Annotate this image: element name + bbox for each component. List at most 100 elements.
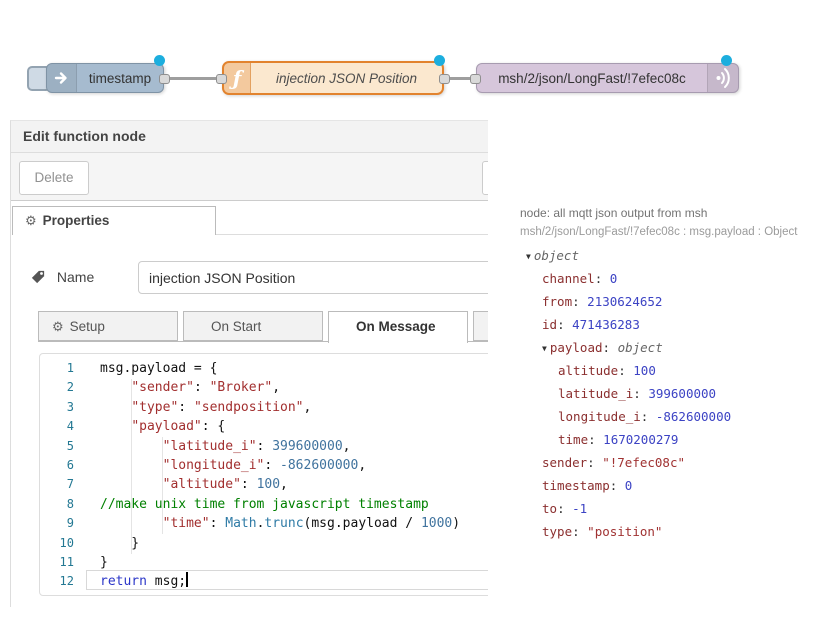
on-start-tab-label: On Start [211, 319, 262, 334]
mqtt-node-label: msh/2/json/LongFast/!7efec08c [498, 70, 686, 86]
properties-tab-divider [12, 234, 488, 235]
debug-tree-row: timestamp: 0 [542, 478, 633, 493]
code-token: , [342, 438, 351, 454]
inject-arrow-icon [47, 64, 77, 92]
flow-canvas[interactable]: timestamp ƒ injection JSON Position msh/… [0, 0, 826, 118]
code-text: msg.payload = { [86, 359, 217, 378]
debug-value: -862600000 [655, 409, 732, 424]
debug-tree-row: time: 1670200279 [558, 432, 679, 447]
name-field-row: Name [31, 269, 94, 291]
code-line[interactable]: 7 "altitude": 100, [40, 475, 488, 494]
debug-tree-row: longitude_i: -862600000 [558, 409, 732, 424]
debug-tree-row: from: 2130624652 [542, 294, 663, 309]
tab-on-start[interactable]: On Start [183, 311, 323, 341]
debug-tree-row[interactable]: ▼payload: object [520, 336, 820, 359]
code-line[interactable]: 3 "type": "sendposition", [40, 398, 488, 417]
inject-node[interactable]: timestamp [46, 63, 164, 93]
code-token [100, 458, 163, 473]
code-line[interactable]: 5 "latitude_i": 399600000, [40, 437, 488, 456]
debug-value: "position" [587, 524, 663, 539]
gear-icon: ⚙ [25, 213, 37, 228]
code-token [100, 419, 131, 434]
debug-value: 471436283 [572, 317, 640, 332]
mqtt-out-node[interactable]: msh/2/json/LongFast/!7efec08c [476, 63, 739, 93]
on-message-tab-label: On Message [356, 319, 436, 334]
text-cursor [186, 572, 189, 588]
debug-key: altitude [558, 363, 619, 378]
function-input-port[interactable] [216, 74, 227, 84]
partial-cancel-button[interactable] [482, 161, 488, 195]
code-line[interactable]: 4 "payload": { [40, 417, 488, 436]
function-output-port[interactable] [439, 74, 450, 84]
code-token: "type" [131, 399, 179, 415]
code-token: ) [452, 516, 461, 532]
code-line[interactable]: 2 "sender": "Broker", [40, 378, 488, 397]
debug-key: longitude_i [558, 409, 641, 424]
debug-type-meta: object [533, 248, 579, 263]
gear-icon: ⚙ [52, 319, 64, 334]
code-line[interactable]: 10 } [40, 534, 488, 553]
tab-on-message[interactable]: On Message [328, 311, 468, 343]
code-token: Math [225, 516, 257, 532]
code-token: msg; [146, 574, 187, 590]
line-number: 11 [59, 554, 74, 569]
collapse-triangle-icon[interactable]: ▼ [542, 344, 547, 353]
debug-tree-row: type: "position" [542, 524, 663, 539]
indent-guide [131, 379, 132, 554]
function-icon: ƒ [224, 63, 251, 93]
active-line-highlight [86, 570, 488, 590]
code-line[interactable]: 9 "time": Math.trunc(msg.payload / 1000) [40, 514, 488, 533]
tab-partial[interactable] [473, 311, 488, 341]
code-token: 1000 [420, 516, 453, 532]
code-token: "sender" [131, 380, 194, 396]
tab-setup[interactable]: ⚙ Setup [38, 311, 178, 341]
function-node[interactable]: ƒ injection JSON Position [222, 61, 444, 95]
delete-button[interactable]: Delete [19, 161, 89, 195]
debug-tree-row: latitude_i: 399600000 [558, 386, 717, 401]
code-token: msg.payload = { [100, 361, 218, 376]
debug-value: 2130624652 [587, 294, 663, 309]
debug-tree-row[interactable]: ▼object [520, 244, 820, 267]
code-text: return msg; [86, 572, 189, 591]
debug-value: 0 [624, 478, 633, 493]
line-number: 5 [66, 438, 74, 453]
code-token [100, 380, 131, 395]
code-token: -862600000 [280, 457, 359, 473]
edit-function-dialog: Edit function node Delete ⚙Properties Na… [10, 120, 488, 607]
code-token: } [100, 535, 140, 551]
function-node-label: injection JSON Position [275, 70, 418, 86]
code-token: , [303, 399, 312, 415]
node-name-input[interactable] [138, 261, 488, 294]
code-token: "latitude_i" [162, 438, 257, 454]
code-token: "payload" [131, 419, 202, 435]
debug-key: time [558, 432, 589, 447]
line-number: 6 [66, 457, 74, 472]
code-token: : [178, 399, 194, 415]
mqtt-input-port[interactable] [470, 74, 481, 84]
code-line[interactable]: 8//make unix time from javascript timest… [40, 495, 488, 514]
code-line[interactable]: 11} [40, 553, 488, 572]
wire-function-mqtt[interactable] [446, 77, 476, 80]
debug-key: channel [542, 271, 595, 286]
collapse-triangle-icon[interactable]: ▼ [526, 252, 531, 261]
wire-inject-function[interactable] [168, 77, 220, 80]
code-text: "latitude_i": 399600000, [86, 437, 351, 456]
line-number: 2 [66, 380, 74, 395]
code-text: } [86, 534, 139, 553]
debug-tree-row: altitude: 100 [558, 363, 656, 378]
setup-tab-label: Setup [69, 319, 105, 334]
inject-output-port[interactable] [159, 74, 170, 84]
code-line[interactable]: 6 "longitude_i": -862600000, [40, 456, 488, 475]
debug-key: latitude_i [558, 386, 634, 401]
function-changed-dot [434, 55, 445, 66]
code-token: } [100, 554, 108, 570]
mqtt-broadcast-icon [707, 64, 738, 92]
dialog-title: Edit function node [11, 121, 488, 153]
debug-key: to [542, 501, 558, 516]
line-number: 4 [66, 419, 74, 434]
code-token: . [256, 516, 265, 532]
tab-properties[interactable]: ⚙Properties [12, 206, 216, 235]
